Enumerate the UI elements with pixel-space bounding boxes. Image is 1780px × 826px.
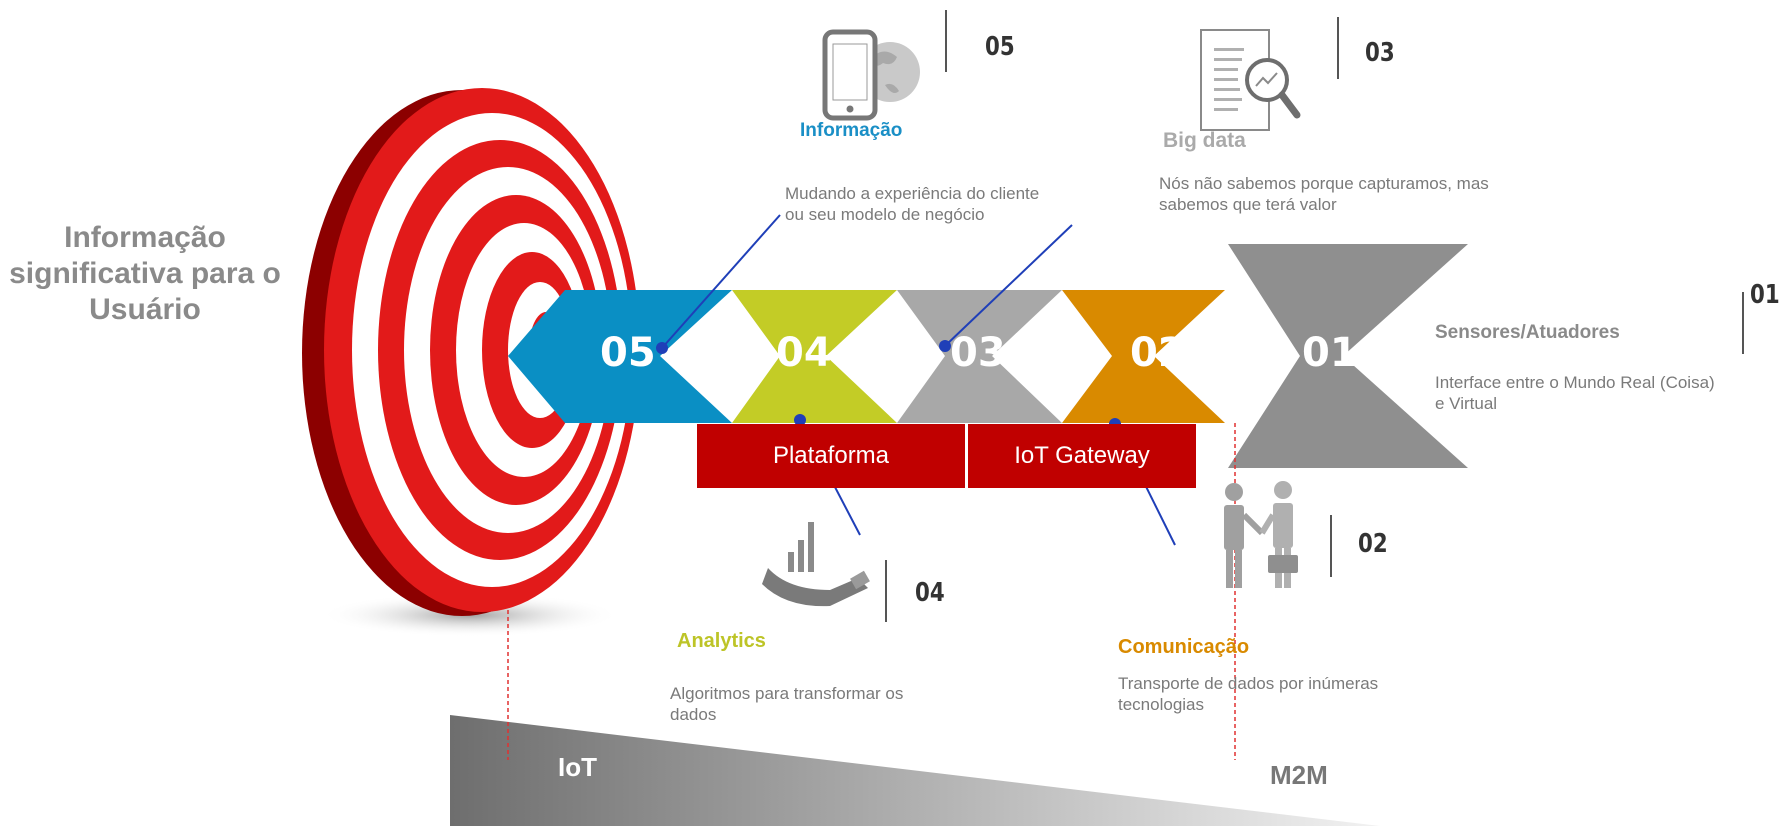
bigdata-title: Big data: [1163, 129, 1246, 152]
arrow-02-label: 02: [1130, 330, 1186, 376]
arrow-01-shape: [1228, 244, 1468, 468]
separator-sensores: [1742, 292, 1744, 354]
separator-bigdata: [1337, 17, 1339, 79]
comunicacao-desc: Transporte de dados por inúmeras tecnolo…: [1118, 674, 1379, 714]
connector-dot-analytics: [794, 414, 806, 426]
analytics-title: Analytics: [677, 630, 766, 652]
connector-informacao: [661, 214, 781, 349]
gateway-box: IoT Gateway: [968, 424, 1196, 488]
connector-bigdata: [944, 224, 1073, 347]
arrow-05-label: 05: [600, 330, 656, 376]
separator-informacao: [945, 10, 947, 72]
bigdata-number: 03: [1365, 38, 1395, 68]
separator-analytics: [885, 560, 887, 622]
connector-dot-bigdata: [939, 340, 951, 352]
arrow-03-shape: [897, 290, 1062, 423]
document-magnifier-icon: [1200, 29, 1301, 131]
m2m-label: M2M: [1270, 760, 1328, 790]
platform-box: Plataforma: [697, 424, 965, 488]
arrow-03-label: 03: [950, 330, 1006, 376]
sensores-title: Sensores/Atuadores: [1435, 322, 1620, 343]
comunicacao-title: Comunicação: [1118, 636, 1250, 658]
informacao-number: 05: [985, 32, 1015, 62]
dartboard-target: [302, 88, 640, 616]
arrow-01-label: 01: [1302, 330, 1358, 376]
handshake-icon: [1224, 481, 1298, 588]
side-title: Informação significativa para o Usuário: [9, 221, 281, 326]
sensores-desc: Interface entre o Mundo Real (Coisa) e V…: [1435, 373, 1715, 413]
hand-bar-chart-icon: [762, 522, 870, 607]
connector-dot-informacao: [656, 342, 668, 354]
iot-label: IoT: [558, 752, 597, 782]
informacao-desc: Mudando a experiência do cliente ou seu …: [785, 184, 1040, 224]
smartphone-globe-icon: [822, 29, 920, 121]
arrow-04-label: 04: [776, 330, 832, 376]
bigdata-desc: Nós não sabemos porque capturamos, mas s…: [1159, 174, 1489, 214]
sensores-number: 01: [1750, 280, 1780, 310]
analytics-desc: Algoritmos para transformar os dados: [670, 684, 904, 724]
analytics-number: 04: [915, 578, 945, 608]
separator-comunicacao: [1330, 515, 1332, 577]
arrow-04-shape: [732, 290, 897, 423]
arrow-05-shape: [508, 290, 732, 423]
informacao-title: Informação: [800, 120, 903, 141]
iot-m2m-wedge: [450, 715, 1380, 826]
arrow-02-shape: [1062, 290, 1225, 423]
comunicacao-number: 02: [1358, 529, 1388, 559]
